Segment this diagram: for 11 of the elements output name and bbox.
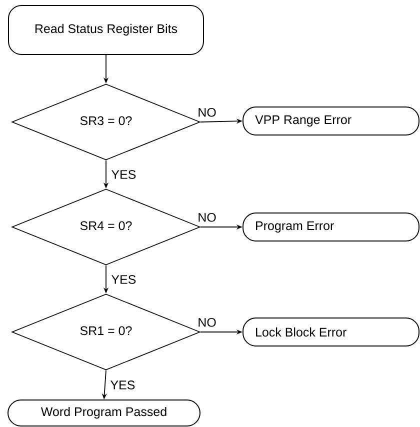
edge-label: YES [111,170,136,179]
edge-label: YES [111,275,136,284]
process-box: VPP Range Error [242,106,420,136]
process-box: Word Program Passed [8,400,200,426]
process-box: Program Error [242,212,420,242]
edge-label: NO [198,212,216,222]
edge-label: NO [198,108,216,117]
edge-label: YES [110,380,135,390]
process-box: Lock Block Error [242,318,420,346]
edge-label: NO [198,318,216,327]
terminal-box: Read Status Register Bits [8,5,204,55]
